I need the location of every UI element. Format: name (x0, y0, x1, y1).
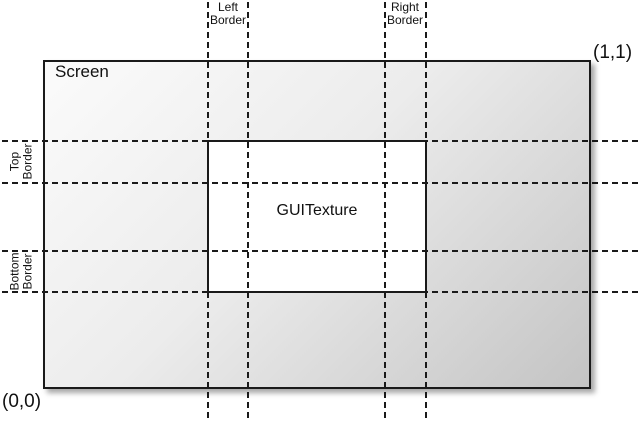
right-border-guide-line-inner (384, 2, 386, 422)
screen-label: Screen (55, 62, 109, 81)
top-border-guide-line-inner (2, 182, 638, 184)
bottom-border-guide-line-outer (2, 291, 638, 293)
right-border-label-line2: Border (386, 13, 424, 27)
top-border-label-line2: Border (20, 143, 35, 180)
left-border-label-line1: Left (217, 0, 238, 14)
left-border-guide-line-inner (247, 2, 249, 422)
left-border-label-line2: Border (209, 13, 247, 27)
right-border-guide-line-outer (425, 2, 427, 422)
right-border-label: Right Border (382, 1, 428, 27)
bottom-border-label-line2: Border (20, 253, 35, 290)
origin-coordinate-label: (0,0) (2, 391, 42, 412)
bottom-border-label: Bottom Border (8, 247, 36, 297)
left-border-label: Left Border (205, 1, 251, 27)
guitexture-rect (207, 140, 427, 293)
right-border-label-line1: Right (390, 0, 419, 14)
left-border-guide-line-outer (207, 2, 209, 422)
top-right-coordinate-label: (1,1) (593, 42, 633, 63)
top-border-guide-line-outer (2, 140, 638, 142)
bottom-border-guide-line-inner (2, 250, 638, 252)
guitexture-label: GUITexture (276, 202, 358, 219)
top-border-label: Top Border (8, 137, 36, 187)
